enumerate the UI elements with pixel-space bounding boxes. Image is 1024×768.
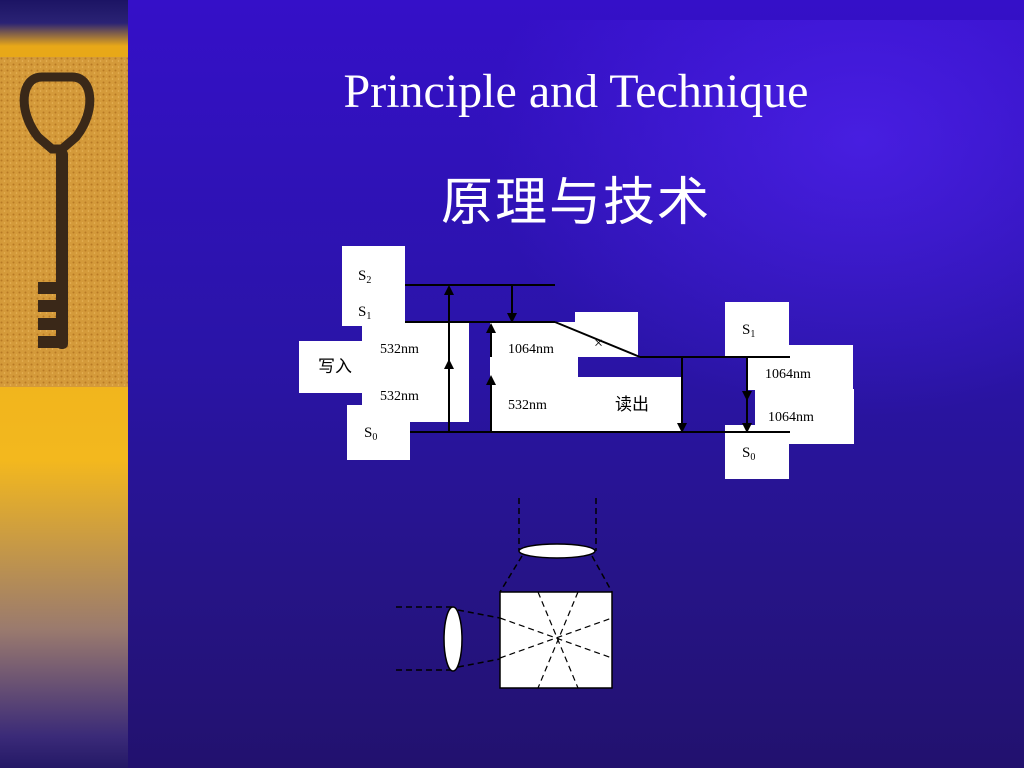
mid-lower-wavelength: 532nm [508,398,547,413]
top-beam-converge-left [499,555,523,593]
read-s0-box [725,425,789,479]
s2-label-box [342,246,405,296]
key-photo [0,57,128,387]
s0-label-box [347,405,410,460]
cross-icon: × [594,335,603,352]
left-beam-converge-top [457,609,501,619]
crystal-inner-ray [537,591,579,689]
read-upper-wavelength: 1064nm [765,367,811,382]
read-s0-label: S0 [742,445,755,463]
top-beam-converge-right [591,555,613,593]
lens-icon [518,543,596,559]
slide-title: Principle and Technique [343,65,809,118]
pump-upper-wavelength: 532nm [380,342,419,357]
level-s1-slope [554,321,641,358]
lens-icon [443,606,463,672]
s1-label: S1 [358,304,371,322]
write-label: 写入 [318,357,352,377]
read-label: 读出 [615,395,649,415]
read-s1-label: S1 [742,322,755,340]
mid-upper-wavelength: 1064nm [508,342,554,357]
left-beam-converge-bottom [457,658,501,668]
write-label-box [299,341,367,393]
s1-label-box [342,296,405,326]
read-lower-wavelength: 1064nm [768,410,814,425]
s2-label: S2 [358,268,371,286]
crystal-cube-icon [499,591,613,689]
s0-label: S0 [364,425,377,443]
read-label-box [556,377,682,432]
slide-subtitle-chinese: 原理与技术 [440,173,711,233]
read-upper-box [748,345,853,390]
pump-lower-wavelength: 532nm [380,389,419,404]
